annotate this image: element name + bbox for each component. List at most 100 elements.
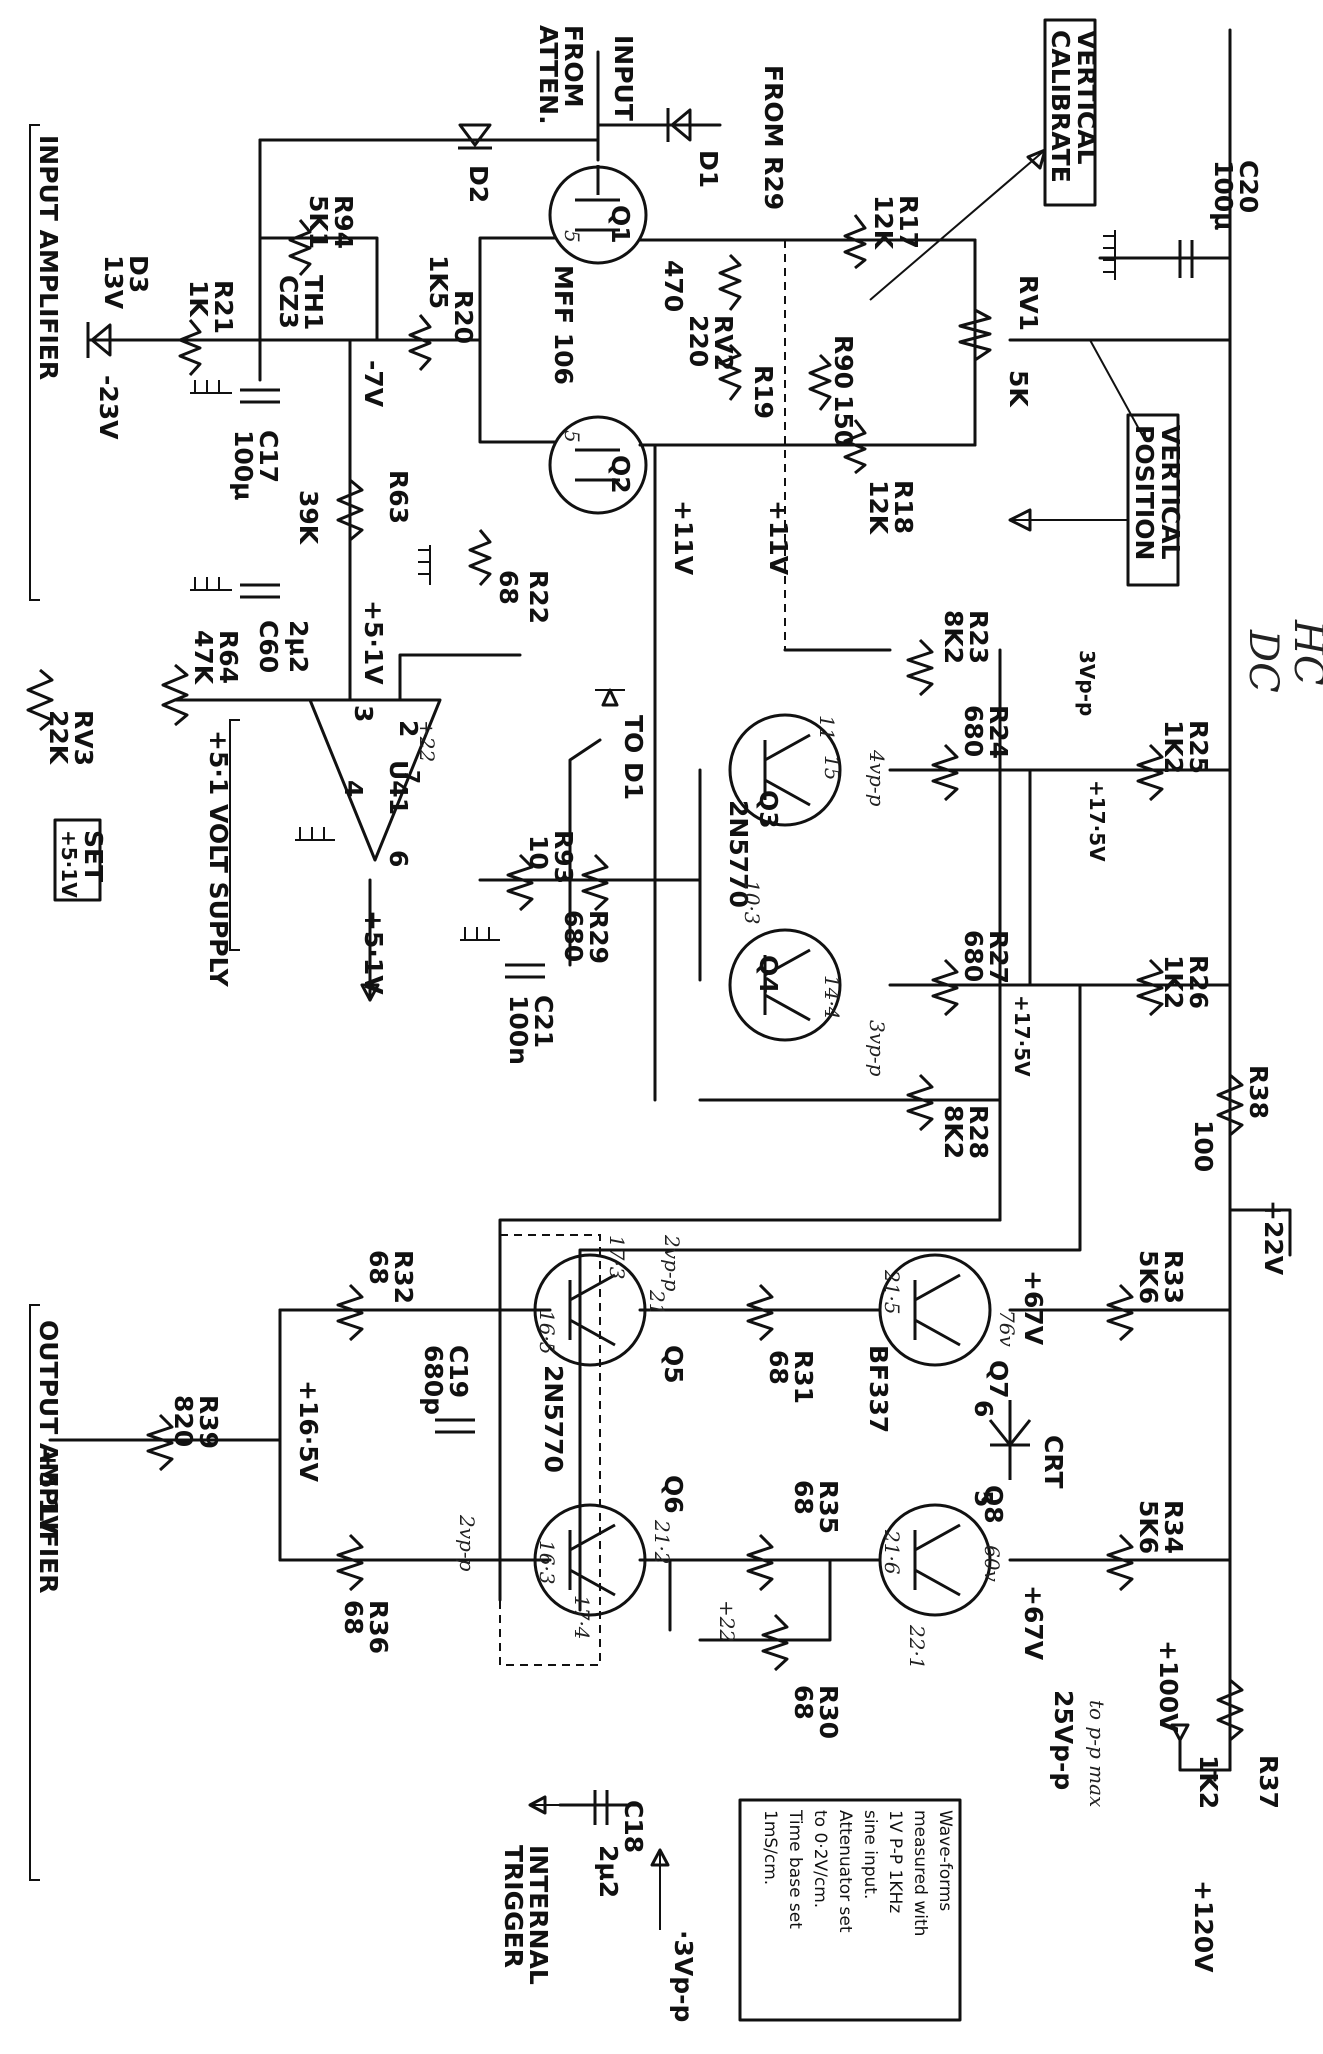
q5-label: Q5 <box>659 1345 688 1384</box>
hand-q8-volts: 60v <box>980 1545 1004 1582</box>
arrow-icon <box>1170 1723 1190 1742</box>
resistor-r31 <box>746 1283 774 1342</box>
r18-value: 12K <box>864 480 893 536</box>
ground-icon <box>1103 230 1116 280</box>
rail-minus23: -23V <box>94 375 123 440</box>
th1-name: TH1 <box>299 275 328 330</box>
rail-plus5v1-out: +5·1V <box>34 1450 63 1535</box>
r24-value: 680 <box>959 705 988 757</box>
diode-d2 <box>458 123 492 150</box>
resistor-r25 <box>1136 743 1164 802</box>
hand-q5-e: 16·5 <box>535 1310 559 1355</box>
crt-label: CRT <box>1039 1435 1068 1489</box>
resistor-rv2 <box>718 253 742 311</box>
q2-label: Q2 <box>606 455 635 494</box>
hand-q6-b: 17·4 <box>570 1595 594 1640</box>
from-label: FROM <box>559 25 588 107</box>
transistors <box>533 165 992 1617</box>
r94-name: R94 <box>329 195 358 249</box>
internal-label-2: TRIGGER <box>499 1845 528 1968</box>
vertical-position-label-2: POSITION <box>1130 425 1159 560</box>
note-line-6: to 0·2V/cm. <box>810 1810 830 1908</box>
ground-icon <box>190 577 232 591</box>
rv3-value: 22K <box>44 710 73 766</box>
c60-name: C60 <box>254 620 283 673</box>
r63-value: 39K <box>294 490 323 546</box>
n5770b-label: 2N5770 <box>539 1365 568 1473</box>
resistor-r20 <box>408 314 432 372</box>
q1-label: Q1 <box>606 205 635 244</box>
r28-value: 8K2 <box>939 1105 968 1159</box>
rv1-name: RV1 <box>1014 275 1043 331</box>
r31-value: 68 <box>764 1350 793 1385</box>
hand-q5-c: 21 <box>645 1289 669 1315</box>
ground-icon <box>190 380 232 394</box>
r30-name: R30 <box>814 1685 843 1739</box>
r23-value: 8K2 <box>939 610 968 664</box>
capacitor-c18 <box>593 1790 609 1825</box>
resistor-r26 <box>1136 958 1164 1017</box>
r94-value: 5K1 <box>304 195 333 249</box>
capacitor-c60 <box>240 583 280 599</box>
r64-name: R64 <box>214 630 243 684</box>
c18-value: 2µ2 <box>594 1845 623 1898</box>
r37-name: R37 <box>1254 1755 1283 1809</box>
capacitor-c20 <box>1178 240 1194 278</box>
vertical-calibrate-label-1: VERTICAL <box>1072 30 1101 165</box>
r19-value: 470 <box>659 260 688 312</box>
transistor-q2 <box>548 415 648 515</box>
hand-dc: DC <box>1240 629 1286 693</box>
hand-q2-pin: 5 <box>560 430 584 443</box>
resistor-r18 <box>843 419 867 475</box>
resistor-r38 <box>1216 1073 1244 1137</box>
ground-symbols <box>190 230 1116 941</box>
resistor-r39 <box>146 1413 174 1472</box>
ground-icon <box>418 545 431 585</box>
r17-value: 12K <box>869 195 898 251</box>
note-line-7: Time base set <box>785 1809 805 1929</box>
arrows <box>360 148 1190 1930</box>
hand-q3-c: 15 <box>820 755 844 780</box>
transistor-q8 <box>878 1503 992 1617</box>
r90-value: 150 <box>829 395 858 447</box>
hand-q5-amp: 2vp-p <box>660 1234 684 1292</box>
capacitors <box>240 240 1194 1825</box>
u41-pin3: 3 <box>349 705 378 722</box>
resistor-r63 <box>336 478 364 542</box>
r17-name: R17 <box>894 195 923 249</box>
resistor-r29 <box>581 853 609 912</box>
note-line-3: 1V P-P 1KHz <box>885 1810 905 1913</box>
r93-value: 10 <box>524 835 553 870</box>
v-3vpp-top: 3Vp-p <box>1075 650 1099 716</box>
hand-q3-amp: 4vp-p <box>865 749 889 807</box>
rv1-value: 5K <box>1004 370 1033 408</box>
resistor-r17 <box>843 214 867 270</box>
transistor-q5 <box>533 1253 647 1367</box>
labels: VERTICAL CALIBRATE VERTICAL POSITION SET… <box>34 25 1323 2022</box>
v-175b: +17·5V <box>1010 995 1034 1077</box>
r30-value: 68 <box>789 1685 818 1720</box>
r36-name: R36 <box>364 1600 393 1654</box>
r25-name: R25 <box>1184 720 1213 774</box>
resistor-r37 <box>1216 1678 1244 1742</box>
hand-v221: 22·1 <box>905 1624 929 1670</box>
supply-label: +5·1 VOLT SUPPLY <box>204 730 233 988</box>
r26-value: 1K2 <box>1159 955 1188 1009</box>
v-25vpp: 25Vp-p <box>1049 1690 1078 1790</box>
q8-label: Q8 <box>979 1485 1008 1524</box>
r29-name: R29 <box>584 910 613 964</box>
c21-name: C21 <box>529 995 558 1048</box>
u41-pin6: 6 <box>384 850 413 867</box>
resistor-r30 <box>761 1613 789 1672</box>
resistor-r21 <box>178 319 202 377</box>
resistor-th1 <box>288 219 312 277</box>
arrow-icon <box>601 688 619 707</box>
resistor-rv3 <box>26 668 54 732</box>
note-line-8: 1mS/cm. <box>760 1810 780 1885</box>
hand-hc: HC <box>1285 619 1323 686</box>
hand-q6-amp: 2vp-p <box>455 1514 479 1572</box>
r34-value: 5K6 <box>1134 1500 1163 1554</box>
r90-name: R90 <box>829 335 858 389</box>
r33-value: 5K6 <box>1134 1250 1163 1304</box>
hand-q1-pin: 5 <box>560 230 584 243</box>
